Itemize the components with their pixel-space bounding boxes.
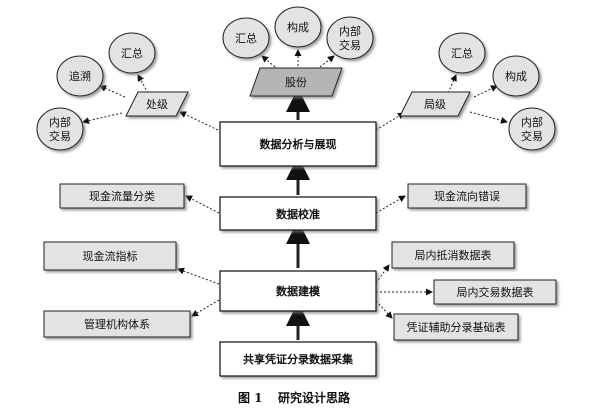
circle-center-neibu-label-2: 交易: [339, 38, 361, 52]
figure-title: 研究设计思路: [278, 390, 351, 405]
circle-right-goucheng-label: 构成: [505, 69, 527, 83]
left-box-l1-label: 现金流量分类: [89, 189, 155, 203]
connectors: [82, 49, 508, 340]
circle-left-neibu-label-1: 内部: [49, 115, 71, 129]
parallelogram-gufen: 股份: [249, 67, 343, 97]
parallelogram-chuji: 处级: [125, 91, 189, 117]
parallelogram-gufen-label: 股份: [285, 76, 307, 89]
left-box-l2-label: 现金流指标: [83, 249, 138, 263]
link-chuji-to-neibu: [82, 112, 123, 125]
circle-left-neibu-label-2: 交易: [49, 129, 71, 143]
circle-right-huizong-label: 汇总: [451, 46, 473, 60]
link-share-to-neibu: [319, 55, 335, 68]
left-box-l3: 管理机构体系: [43, 310, 191, 338]
center-base-box: 共享凭证分录数据采集: [219, 341, 377, 377]
circle-center-goucheng: 构成: [274, 6, 322, 48]
parallelogram-chuji-label: 处级: [146, 98, 168, 111]
link-chuji-to-zhuisu: [99, 85, 126, 98]
circle-left-zhuisu: 追溯: [56, 55, 104, 97]
center-mid-label: 数据校准: [276, 207, 320, 221]
link-juji-to-goucheng: [473, 85, 498, 98]
circle-left-huizong: 汇总: [108, 32, 156, 74]
center-low-label: 数据建模: [276, 284, 321, 298]
center-mid-box: 数据校准: [219, 196, 377, 231]
right-box-r4-label: 凭证辅助分录基础表: [407, 320, 506, 334]
circle-right-neibu-label-2: 交易: [521, 129, 543, 143]
link-low-to-r4: [375, 300, 393, 319]
parallelogram-juji: 局级: [399, 91, 471, 117]
link-juji-to-huizong: [447, 74, 457, 94]
left-box-l3-label: 管理机构体系: [84, 317, 150, 331]
circle-left-zhuisu-label: 追溯: [69, 69, 91, 83]
right-box-r2: 局内抵消数据表: [391, 241, 515, 269]
circle-center-goucheng-label: 构成: [287, 20, 309, 34]
link-low-to-r2: [375, 264, 390, 284]
circle-right-goucheng: 构成: [492, 55, 540, 97]
link-juji-to-neibu: [469, 111, 508, 124]
circle-center-huizong-label: 汇总: [235, 31, 257, 45]
right-box-r1: 现金流向错误: [407, 183, 527, 209]
circle-center-neibu: 内部 交易: [326, 16, 374, 60]
right-box-r1-label: 现金流向错误: [434, 189, 500, 203]
link-mid-to-r1: [375, 195, 406, 214]
circle-left-huizong-label: 汇总: [121, 46, 143, 60]
link-share-to-huizong: [261, 55, 276, 68]
link-top-to-chuji: [179, 111, 219, 131]
link-low-to-l2: [177, 267, 220, 285]
figure-number: 图 1: [238, 391, 263, 405]
right-box-r3: 局内交易数据表: [433, 279, 557, 305]
center-low-box: 数据建模: [219, 270, 377, 312]
circle-center-huizong: 汇总: [222, 17, 270, 59]
center-top-box: 数据分析与展现: [219, 121, 377, 167]
figure-caption: 图 1 研究设计思路: [238, 390, 351, 405]
center-base-label: 共享凭证分录数据采集: [243, 352, 354, 366]
left-box-l1: 现金流量分类: [59, 183, 185, 209]
link-top-to-juji: [375, 112, 405, 131]
circle-left-neibu: 内部 交易: [36, 107, 84, 151]
right-box-r3-label: 局内交易数据表: [457, 285, 534, 299]
circle-center-neibu-label-1: 内部: [339, 24, 361, 38]
left-box-l2: 现金流指标: [43, 241, 177, 271]
link-low-to-l3: [191, 299, 220, 317]
link-chuji-to-huizong: [137, 74, 149, 94]
circle-right-huizong: 汇总: [438, 32, 486, 74]
parallelogram-juji-label: 局级: [424, 98, 446, 111]
link-mid-to-l1: [185, 195, 220, 214]
center-top-label: 数据分析与展现: [260, 137, 337, 151]
right-box-r4: 凭证辅助分录基础表: [393, 313, 519, 341]
right-box-r2-label: 局内抵消数据表: [415, 248, 492, 262]
circle-right-neibu: 内部 交易: [508, 107, 556, 151]
circle-right-neibu-label-1: 内部: [521, 115, 543, 129]
